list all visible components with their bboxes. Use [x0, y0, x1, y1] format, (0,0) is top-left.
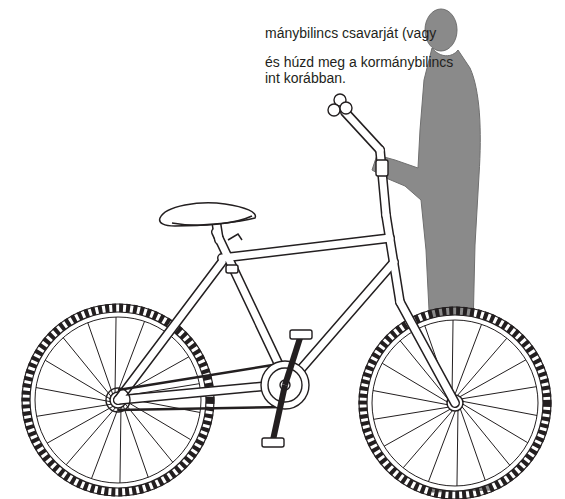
spoke: [123, 404, 149, 477]
spoke: [124, 402, 173, 462]
spoke: [428, 409, 456, 482]
spoke: [461, 401, 537, 416]
spoke: [384, 408, 452, 446]
spoke: [37, 404, 114, 416]
spoke: [120, 405, 121, 483]
spoke: [457, 408, 458, 486]
wheels: [22, 304, 551, 499]
spoke: [45, 360, 112, 400]
handlebar: [328, 94, 388, 176]
spoke: [374, 407, 451, 419]
spoke: [461, 403, 528, 443]
spoke: [461, 405, 510, 465]
spoke: [115, 317, 116, 395]
spoke: [456, 338, 507, 397]
spoke: [88, 323, 114, 396]
spoke: [373, 391, 449, 406]
spoke: [124, 400, 191, 440]
drivetrain: [106, 330, 312, 447]
spoke: [458, 360, 526, 398]
instruction-text: és húzd meg a kormánybilincs: [265, 54, 453, 70]
saddle: [160, 203, 256, 273]
instruction-text: mánybilincs csavarját (vagy: [265, 25, 436, 41]
instruction-text: int korábban.: [265, 70, 346, 86]
spoke: [403, 409, 454, 468]
spoke: [66, 406, 117, 465]
spoke: [36, 388, 112, 403]
spoke: [63, 338, 112, 398]
spoke: [47, 405, 115, 443]
spoke: [460, 387, 537, 399]
spoke: [460, 407, 486, 480]
spoke: [452, 320, 453, 398]
bike-frame: [118, 112, 455, 403]
spoke: [454, 324, 482, 397]
spoke: [91, 406, 119, 479]
